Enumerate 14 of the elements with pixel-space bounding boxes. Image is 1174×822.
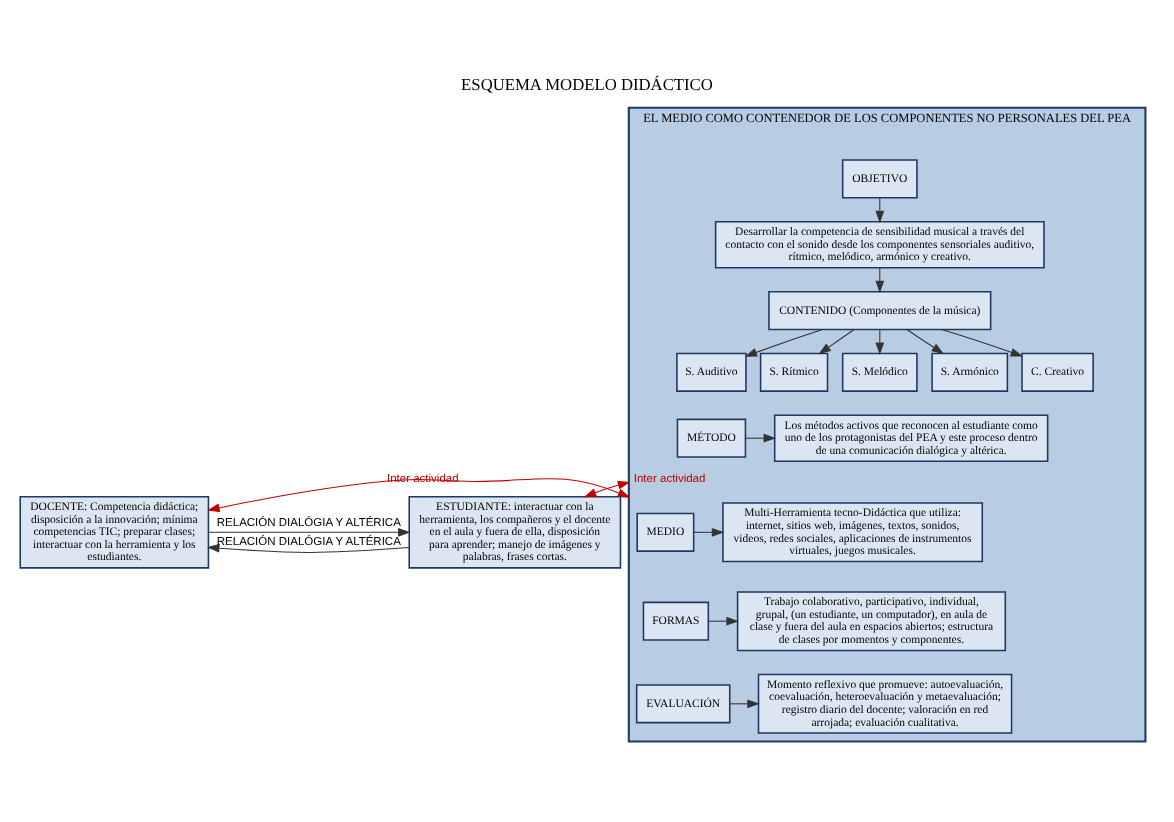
arrow: [906, 329, 945, 355]
arrow: [941, 329, 1024, 357]
arrow: [875, 267, 885, 294]
arrow: [707, 616, 739, 626]
diagram-title: ESQUEMA MODELO DIDÁCTICO: [461, 75, 713, 94]
arrow: [207, 478, 631, 513]
arrow: [583, 480, 631, 498]
arrow: [818, 329, 855, 355]
arrow: [729, 699, 760, 709]
arrow: [744, 329, 823, 357]
arrow: [875, 197, 885, 224]
arrow: [208, 527, 411, 537]
arrow: [206, 543, 410, 553]
arrow: [693, 527, 725, 537]
